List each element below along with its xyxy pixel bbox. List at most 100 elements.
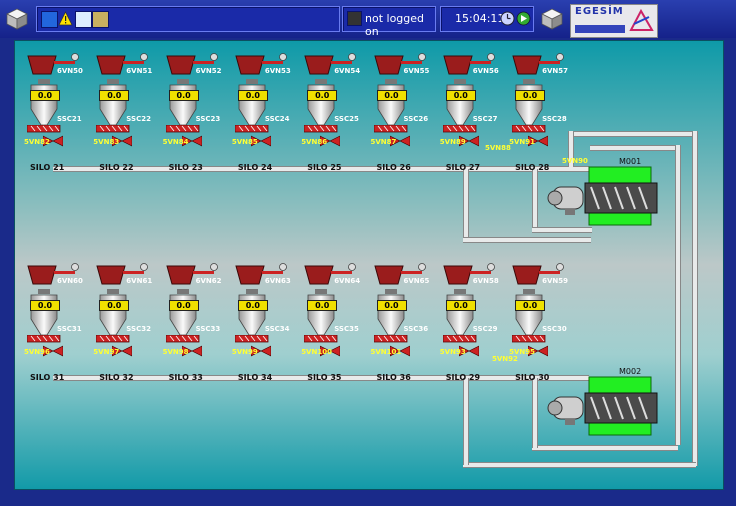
valve-tag[interactable]: 5VN82 — [24, 138, 50, 146]
valve-icon[interactable] — [528, 345, 549, 357]
valve-icon[interactable] — [320, 345, 341, 357]
silo-vessel[interactable] — [98, 289, 128, 337]
screw-conveyor[interactable] — [165, 335, 200, 343]
silo-vessel[interactable] — [237, 79, 267, 127]
screw-conveyor[interactable] — [27, 125, 61, 133]
motor-tag[interactable]: 6VN62 — [195, 277, 222, 285]
motor-tag[interactable]: 6VN57 — [542, 67, 568, 75]
valve-icon[interactable] — [458, 135, 479, 147]
mixer-unit[interactable] — [545, 375, 663, 437]
login-status[interactable]: not logged on — [365, 12, 425, 38]
sensor-tag[interactable]: SSC28 — [542, 115, 567, 123]
silo-vessel[interactable] — [168, 289, 198, 337]
valve-tag[interactable]: 5VN93 — [439, 348, 466, 356]
valve-tag[interactable]: 5VN90 — [562, 157, 588, 165]
screw-conveyor[interactable] — [512, 335, 546, 343]
valve-tag[interactable]: 5VN99 — [231, 348, 258, 356]
valve-tag[interactable]: 5VN92 — [492, 355, 518, 363]
motor-tag[interactable]: 6VN60 — [57, 277, 83, 285]
silo-vessel[interactable] — [306, 79, 336, 127]
screw-conveyor[interactable] — [373, 335, 408, 343]
valve-tag[interactable]: 5VN91 — [509, 138, 535, 146]
motor-tag[interactable]: 6VN50 — [57, 67, 83, 75]
screw-conveyor[interactable] — [234, 335, 269, 343]
screw-conveyor[interactable] — [234, 125, 269, 133]
valve-icon[interactable] — [389, 345, 410, 357]
silo-vessel[interactable] — [237, 289, 267, 337]
valve-icon[interactable] — [112, 135, 133, 147]
sensor-tag[interactable]: SSC34 — [264, 325, 290, 333]
silo-vessel[interactable] — [445, 289, 475, 337]
silo-vessel[interactable] — [29, 79, 59, 127]
sensor-tag[interactable]: SSC23 — [195, 115, 221, 123]
sensor-tag[interactable]: SSC27 — [472, 115, 498, 123]
silo-vessel[interactable] — [445, 79, 475, 127]
sensor-tag[interactable]: SSC22 — [126, 115, 151, 123]
screw-conveyor[interactable] — [442, 125, 477, 133]
valve-tag[interactable]: 5VN88 — [485, 144, 511, 152]
valve-tag[interactable]: 5VN83 — [93, 138, 120, 146]
sensor-tag[interactable]: SSC21 — [57, 115, 82, 123]
screw-conveyor[interactable] — [512, 125, 546, 133]
users-icon[interactable] — [347, 11, 362, 26]
motor-tag[interactable]: 6VN52 — [195, 67, 222, 75]
silo-vessel[interactable] — [376, 289, 406, 337]
silo-vessel[interactable] — [98, 79, 128, 127]
silo-vessel[interactable] — [514, 79, 544, 127]
valve-icon[interactable] — [181, 135, 202, 147]
motor-tag[interactable]: 6VN61 — [126, 277, 153, 285]
screw-conveyor[interactable] — [27, 335, 61, 343]
sensor-tag[interactable]: SSC30 — [542, 325, 567, 333]
cube-icon[interactable] — [6, 8, 28, 30]
screw-conveyor[interactable] — [373, 125, 408, 133]
valve-tag[interactable]: 5VN87 — [370, 138, 397, 146]
motor-tag[interactable]: 6VN53 — [264, 67, 291, 75]
valve-tag[interactable]: 5VN85 — [231, 138, 258, 146]
motor-tag[interactable]: 6VN63 — [264, 277, 291, 285]
valve-tag[interactable]: 5VN96 — [24, 348, 50, 356]
valve-icon[interactable] — [320, 135, 341, 147]
motor-tag[interactable]: 6VN64 — [334, 277, 361, 285]
document-icon[interactable] — [75, 11, 92, 28]
valve-tag[interactable]: 5VN98 — [162, 348, 189, 356]
motor-tag[interactable]: 6VN65 — [403, 277, 430, 285]
screw-conveyor[interactable] — [165, 125, 200, 133]
valve-icon[interactable] — [250, 345, 271, 357]
motor-tag[interactable]: 6VN58 — [472, 277, 499, 285]
warning-icon[interactable] — [58, 11, 73, 26]
valve-tag[interactable]: 5VN89 — [439, 138, 466, 146]
sensor-tag[interactable]: SSC25 — [334, 115, 359, 123]
motor-tag[interactable]: 6VN54 — [334, 67, 361, 75]
valve-tag[interactable]: 5VN101 — [370, 348, 402, 356]
clock-icon[interactable] — [500, 11, 515, 26]
screw-conveyor[interactable] — [96, 125, 130, 133]
valve-tag[interactable]: 5VN84 — [162, 138, 189, 146]
screw-conveyor[interactable] — [96, 335, 130, 343]
silo-vessel[interactable] — [514, 289, 544, 337]
mixer-unit[interactable] — [545, 165, 663, 227]
valve-tag[interactable]: 5VN100 — [301, 348, 332, 356]
sensor-tag[interactable]: SSC35 — [334, 325, 359, 333]
sensor-tag[interactable]: SSC29 — [472, 325, 498, 333]
sensor-tag[interactable]: SSC36 — [403, 325, 429, 333]
silo-vessel[interactable] — [376, 79, 406, 127]
motor-tag[interactable]: 6VN51 — [126, 67, 153, 75]
valve-tag[interactable]: 5VN86 — [301, 138, 328, 146]
cube-icon[interactable] — [541, 8, 563, 30]
valve-icon[interactable] — [250, 135, 271, 147]
sensor-tag[interactable]: SSC31 — [57, 325, 82, 333]
valve-icon[interactable] — [528, 135, 549, 147]
valve-icon[interactable] — [43, 345, 63, 357]
folder-icon[interactable] — [92, 11, 109, 28]
valve-tag[interactable]: 5VN97 — [93, 348, 120, 356]
silo-vessel[interactable] — [168, 79, 198, 127]
arrow-right-icon[interactable] — [516, 11, 531, 26]
screw-conveyor[interactable] — [442, 335, 477, 343]
silo-vessel[interactable] — [29, 289, 59, 337]
valve-icon[interactable] — [458, 345, 479, 357]
valve-icon[interactable] — [112, 345, 133, 357]
motor-tag[interactable]: 6VN55 — [403, 67, 430, 75]
monitor-icon[interactable] — [41, 11, 58, 28]
valve-tag[interactable]: 5VN95 — [509, 348, 535, 356]
sensor-tag[interactable]: SSC33 — [195, 325, 221, 333]
